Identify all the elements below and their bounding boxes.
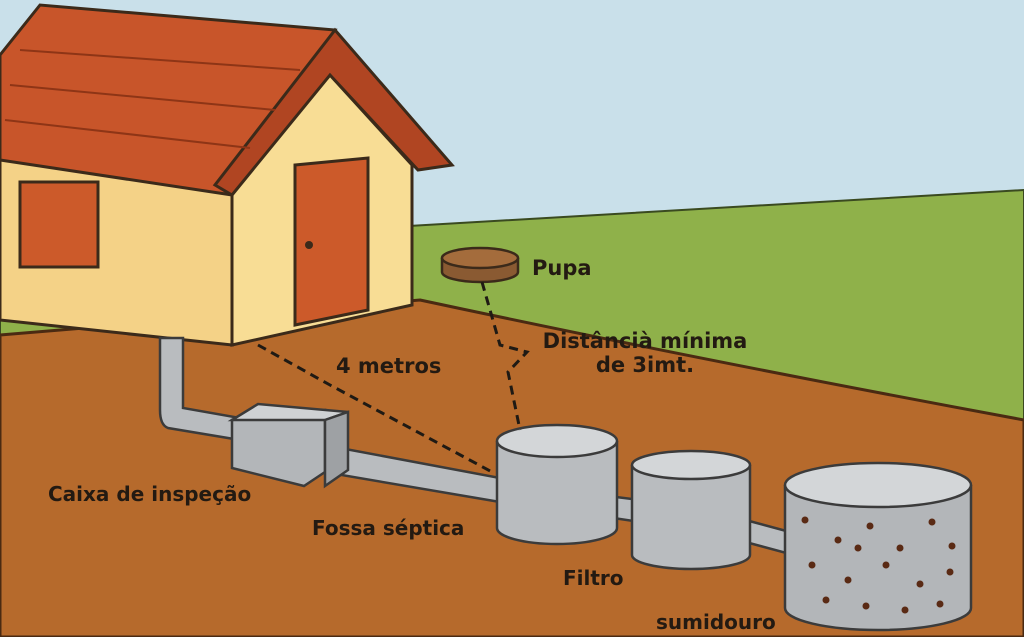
inspection-box [227, 402, 350, 489]
sumidouro-holes [801, 516, 956, 614]
distance-line-house-fossa [257, 343, 493, 474]
min-distance-label: Distâncià mínima de 3imt. [520, 329, 770, 377]
inspection-box-label: Caixa de inspeção [48, 482, 252, 506]
distance-lines [257, 281, 530, 474]
septic-tank [495, 423, 619, 546]
pipes [158, 336, 792, 556]
well-cover [440, 246, 520, 284]
window [18, 180, 100, 269]
house [0, 3, 455, 347]
min-distance-line1: Distâncià mínima [542, 329, 748, 353]
roof-edge [212, 27, 455, 197]
house-drain-pipe [158, 336, 242, 442]
door [293, 156, 370, 327]
sumidouro-tank [783, 461, 973, 632]
four-meters-label: 4 metros [336, 354, 442, 378]
sumidouro-label: sumidouro [656, 610, 776, 634]
well-label: Pupa [532, 256, 592, 280]
roof-shingle-lines [4, 49, 301, 149]
min-distance-line2: de 3imt. [595, 353, 695, 378]
door-knob [305, 241, 313, 249]
filter-label: Filtro [563, 566, 624, 590]
distance-line-well-fossa [480, 281, 530, 431]
septic-tank-label: Fossa séptica [312, 516, 465, 540]
filter-tank [630, 449, 752, 571]
